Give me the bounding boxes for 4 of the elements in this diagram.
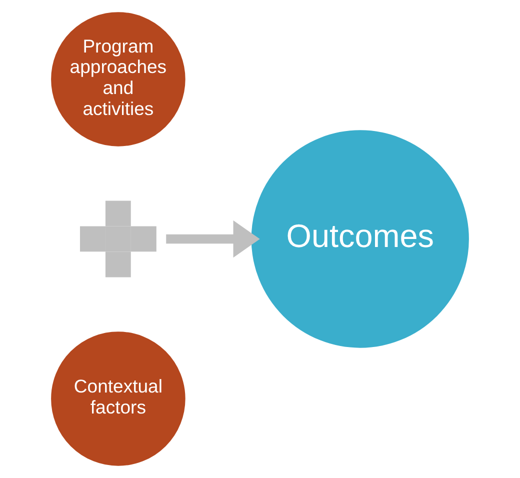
node-circle: Contextual factors xyxy=(51,332,186,466)
node-circle: Outcomes xyxy=(251,130,469,348)
node-circle: Program approaches and activities xyxy=(51,12,186,146)
arrow xyxy=(166,220,260,258)
